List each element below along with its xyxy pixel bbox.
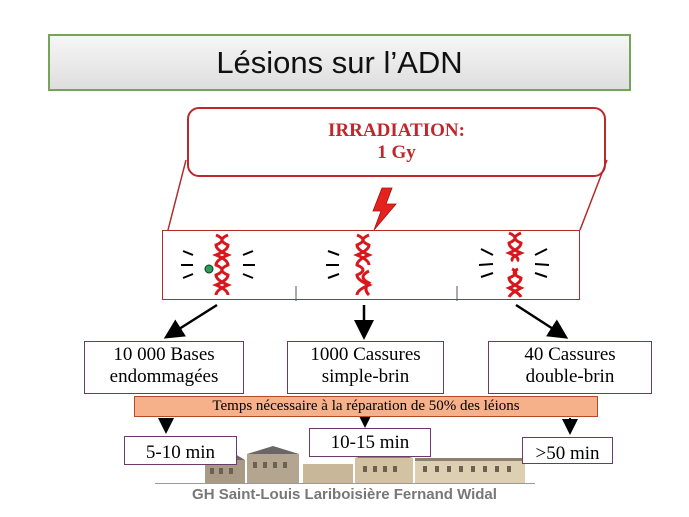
- dna-damage-panel: [162, 230, 580, 301]
- repair-time-label: Temps nécessaire à la réparation de 50% …: [212, 398, 520, 414]
- repair-time-banner: Temps nécessaire à la réparation de 50% …: [134, 396, 598, 417]
- irradiation-box: IRRADIATION: 1 Gy: [187, 107, 606, 177]
- lesion-box-double-strand: 40 Cassures double-brin: [488, 341, 652, 394]
- footer-divider: [155, 483, 535, 484]
- irradiation-dose: 1 Gy: [377, 142, 416, 163]
- lightning-bolt-icon: [372, 187, 397, 231]
- arrow-to-double: [515, 303, 569, 339]
- dna-helix-icon: [212, 233, 232, 296]
- dna-helix-icon: [353, 233, 373, 297]
- repair-time-value: 10-15 min: [330, 432, 410, 453]
- radiation-marks-icon: [478, 248, 550, 278]
- lesion-type: simple-brin: [321, 366, 410, 387]
- lesion-box-single-strand: 1000 Cassures simple-brin: [287, 341, 444, 394]
- slide-title-text: Lésions sur l’ADN: [216, 44, 463, 80]
- hospital-buildings-image: [205, 446, 525, 484]
- repair-time-double-strand: >50 min: [522, 437, 613, 464]
- dna-helix-icon: [505, 231, 525, 298]
- lesion-box-bases: 10 000 Bases endommagées: [84, 341, 244, 394]
- radiation-marks-icon: [181, 250, 255, 279]
- repair-time-value: 5-10 min: [145, 442, 216, 463]
- dna-helices: [181, 231, 550, 301]
- lesion-type: endommagées: [109, 366, 219, 387]
- damaged-base-marker: [204, 264, 214, 274]
- repair-time-value: >50 min: [535, 443, 600, 464]
- lesion-count: 1000 Cassures: [310, 344, 421, 365]
- lesion-type: double-brin: [525, 366, 615, 387]
- connector-box-to-panel: [167, 159, 187, 231]
- irradiation-label: IRRADIATION:: [328, 120, 465, 141]
- radiation-marks-icon: [326, 250, 340, 279]
- lesion-count: 10 000 Bases: [113, 344, 215, 365]
- repair-time-single-strand: 10-15 min: [309, 428, 431, 457]
- connector-box-to-panel: [579, 159, 608, 231]
- slide-title: Lésions sur l’ADN: [48, 34, 631, 91]
- lesion-count: 40 Cassures: [524, 344, 616, 365]
- arrow-to-bases: [163, 303, 218, 339]
- repair-time-bases: 5-10 min: [124, 436, 237, 465]
- footer-institution: GH Saint-Louis Lariboisière Fernand Wida…: [192, 486, 497, 503]
